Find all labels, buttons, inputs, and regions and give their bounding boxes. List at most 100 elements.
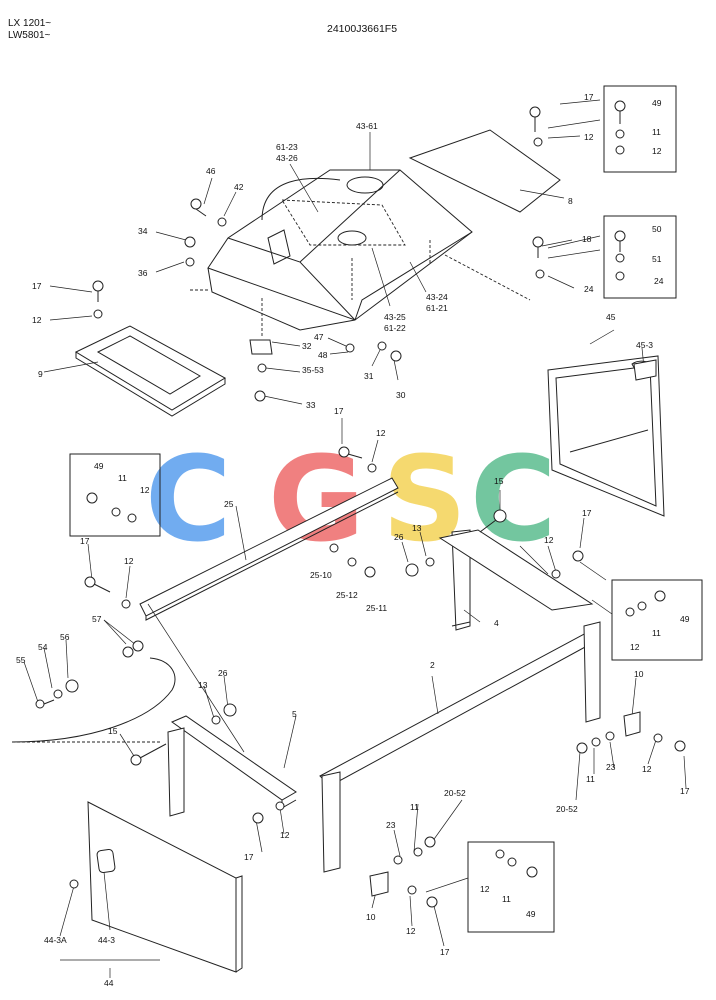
callout-26: 26 [218,668,228,678]
callout-32: 32 [302,341,312,351]
callout-20-52: 20-52 [444,788,466,798]
frame-assembly [11,477,601,973]
callout-12: 12 [652,146,662,156]
callout-2: 2 [430,660,435,670]
callout-23: 23 [386,820,396,830]
callout-47: 47 [314,332,324,342]
side-panel-45 [547,355,665,517]
callout-24: 24 [584,284,594,294]
callout-45-3: 45-3 [636,340,653,350]
callout-45: 45 [606,312,616,322]
callout-10: 10 [366,912,376,922]
callout-25: 25 [224,499,234,509]
callout-11: 11 [652,127,661,137]
step-plate-9 [74,325,227,417]
callout-24: 24 [654,276,664,286]
callout-20-52: 20-52 [556,804,578,814]
callout-17: 17 [244,852,254,862]
callout-54: 54 [38,642,48,652]
callout-36: 36 [138,268,148,278]
watermark-letter-c1: C [145,430,232,568]
callout-43-25: 43-25 [384,312,406,322]
callout-13: 13 [198,680,208,690]
callout-49: 49 [94,461,104,471]
callout-12: 12 [280,830,290,840]
callout-42: 42 [234,182,244,192]
callout-49: 49 [680,614,690,624]
callout-17: 17 [80,536,90,546]
hood-cover-assembly [190,129,561,355]
callout-57: 57 [92,614,102,624]
callout-43-61: 43-61 [356,121,378,131]
callout-25-11: 25-11 [366,603,387,613]
callout-12: 12 [480,884,490,894]
callout-15: 15 [494,476,504,486]
callout-11: 11 [410,802,419,812]
callout-51: 51 [652,254,662,264]
callout-44-3a: 44-3A [44,935,67,945]
callout-8: 8 [568,196,573,206]
callout-11: 11 [118,473,127,483]
callout-44: 44 [104,978,114,988]
callout-61-22: 61-22 [384,323,406,333]
callout-35-53: 35-53 [302,365,324,375]
callout-12: 12 [642,764,652,774]
callout-17: 17 [440,947,450,957]
callout-4: 4 [494,618,499,628]
callout-12: 12 [124,556,134,566]
callout-12: 12 [630,642,640,652]
hardware-parts [35,100,686,908]
callout-12: 12 [584,132,594,142]
callout-43-26: 43-26 [276,153,298,163]
drawing-part-number: 24100J3661F5 [327,23,398,35]
callout-49: 49 [526,909,536,919]
model-range-1: LX 1201~ [8,18,52,29]
callout-11: 11 [652,628,661,638]
callout-34: 34 [138,226,148,236]
callout-25-12: 25-12 [336,590,358,600]
callout-49: 49 [652,98,662,108]
callout-43-24: 43-24 [426,292,448,302]
callout-17: 17 [334,406,344,416]
detail-box-mid-right [603,215,677,299]
callout-56: 56 [60,632,70,642]
callout-17: 17 [584,92,594,102]
callout-25-10: 25-10 [310,570,332,580]
callout-15: 15 [108,726,118,736]
callout-50: 50 [652,224,662,234]
callout-26: 26 [394,532,404,542]
callout-61-21: 61-21 [426,303,448,313]
callout-17: 17 [32,281,42,291]
callout-30: 30 [396,390,406,400]
callout-12: 12 [32,315,42,325]
callout-12: 12 [544,535,554,545]
callout-46: 46 [206,166,216,176]
detail-box-top-right [603,85,677,173]
leader-lines [23,99,687,978]
callout-10: 10 [634,669,644,679]
callout-44-3: 44-3 [98,935,115,945]
callout-33: 33 [306,400,316,410]
detail-boxes [69,85,703,933]
callout-31: 31 [364,371,374,381]
callout-55: 55 [16,655,26,665]
callout-23: 23 [606,762,616,772]
callout-13: 13 [412,523,422,533]
callout-61-23: 61-23 [276,142,298,152]
callout-11: 11 [502,894,511,904]
callout-labels: 17 49 12 11 12 43-61 8 61-23 43-26 46 42… [16,92,690,988]
callout-12: 12 [376,428,386,438]
callout-17: 17 [680,786,690,796]
callout-48: 48 [318,350,328,360]
detail-box-bottom [467,841,555,933]
callout-12: 12 [406,926,416,936]
callout-11: 11 [586,774,595,784]
callout-9: 9 [38,369,43,379]
callout-12: 12 [140,485,150,495]
callout-18: 18 [582,234,592,244]
callout-17: 17 [582,508,592,518]
detail-box-left [69,453,161,537]
callout-5: 5 [292,709,297,719]
